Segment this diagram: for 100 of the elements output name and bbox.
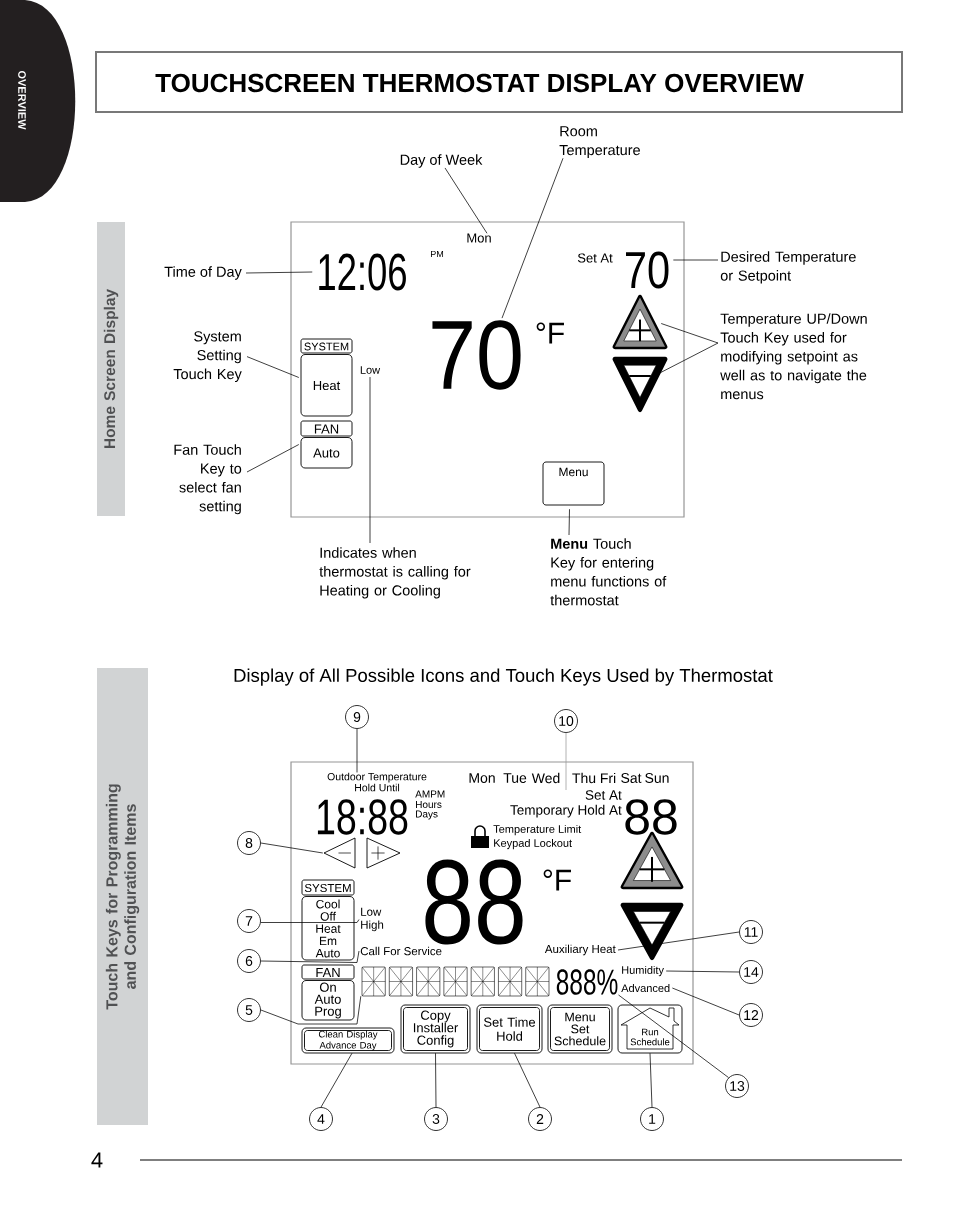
indicator-text: Call For Service xyxy=(360,946,442,956)
indicator-text: Keypad Lockout xyxy=(494,838,572,850)
callout-number: 11 xyxy=(739,920,763,944)
callout-number: 3 xyxy=(424,1107,448,1131)
callout-number: 1 xyxy=(640,1107,664,1131)
callout-label: Desired Temperature or Setpoint xyxy=(720,251,856,284)
indicator-text: Sat xyxy=(621,773,642,783)
indicator-text: Days xyxy=(416,810,438,820)
indicator-text: °F xyxy=(536,322,564,344)
touch-key: SYSTEM Cool Off Heat Em Auto xyxy=(301,879,355,961)
touch-key: FAN On Auto Prog xyxy=(301,964,355,1021)
indicator-text: Thu xyxy=(572,772,596,784)
display-screen xyxy=(290,221,685,518)
digit-readout: 88 xyxy=(425,859,523,945)
leader-line xyxy=(260,950,360,963)
callout-number: 4 xyxy=(309,1107,333,1131)
indicator-text: Tue xyxy=(503,773,527,783)
touch-key: Set Time Hold xyxy=(476,1004,543,1054)
indicator-text: Humidity xyxy=(622,965,664,977)
node-label: FAN xyxy=(316,968,340,977)
indicator-text: Temperature Limit xyxy=(493,824,582,836)
callout-number: 7 xyxy=(237,909,261,933)
callout-number: 5 xyxy=(237,998,261,1022)
callout-number: 12 xyxy=(739,1003,763,1027)
indicator-text: Mon xyxy=(467,233,491,243)
indicator-text: Hours xyxy=(416,801,442,808)
callout-label: Fan Touch Key to select fan setting xyxy=(174,444,242,515)
callout-label: Room Temperature xyxy=(559,126,640,159)
section-band: Touch Keys for Programming and Configuration Items xyxy=(97,668,148,1125)
indicator-text: Low xyxy=(360,366,381,374)
leader-line xyxy=(260,919,360,923)
callout-number: 8 xyxy=(237,831,261,855)
section-tab: OVERVIEW xyxy=(0,0,76,202)
leader-line xyxy=(246,444,300,473)
indicator-text: Advanced xyxy=(621,983,670,993)
indicator-text: Set At xyxy=(577,253,613,263)
home-key: Run Schedule xyxy=(617,1004,683,1054)
digit-readout: 70 xyxy=(432,320,521,390)
leader-line xyxy=(568,508,570,536)
up-arrow-key xyxy=(612,294,668,350)
digit-readout: 12:06 xyxy=(319,253,406,291)
touch-key: Menu xyxy=(542,461,605,506)
indicator-text: °F xyxy=(543,869,571,891)
leader-line xyxy=(565,732,567,791)
leader-line xyxy=(618,994,729,1078)
callout-label: Temperature UP/Down Touch Key used for modifying setpoint as well as to navigate the menus xyxy=(720,313,867,400)
leader-line xyxy=(356,728,358,773)
leader-line xyxy=(665,970,740,973)
indicator-text: Fri xyxy=(601,772,616,784)
callout-number: 6 xyxy=(237,949,261,973)
callout-number: 2 xyxy=(528,1107,552,1131)
indicator-text: PM xyxy=(431,250,443,258)
touch-key: SYSTEM Heat xyxy=(300,338,353,417)
display-screen xyxy=(290,761,694,1065)
indicator-text: AM xyxy=(415,790,430,798)
indicator-text: Mon xyxy=(469,773,495,783)
section-band: Home Screen Display xyxy=(97,222,125,516)
callout-number: 9 xyxy=(345,705,369,729)
indicator-text: PM xyxy=(431,790,445,798)
callout-label: Menu Touch Key for entering menu functions of thermostat xyxy=(550,538,667,606)
left-arrow-key xyxy=(323,837,356,869)
leader-line xyxy=(246,356,300,378)
leader-line xyxy=(649,1052,653,1108)
leader-line xyxy=(369,376,371,544)
leader-line xyxy=(260,995,362,1025)
node-label: FAN xyxy=(314,424,339,434)
indicator-text: Low High xyxy=(361,907,384,932)
title-box: TOUCHSCREEN THERMOSTAT DISPLAY OVERVIEW xyxy=(95,51,903,113)
digit-readout: 888% xyxy=(556,969,618,995)
callout-number: 10 xyxy=(554,709,578,733)
indicator-text: Auxiliary Heat xyxy=(544,944,616,956)
leader-line xyxy=(320,1052,353,1108)
digit-readout: 18:88 xyxy=(317,799,408,835)
callout-label: System Setting Touch Key xyxy=(173,331,242,383)
leader-line xyxy=(617,931,740,951)
leader-line xyxy=(501,157,564,319)
digit-readout: 70 xyxy=(626,251,669,289)
segment-display xyxy=(361,966,550,997)
leader-line xyxy=(260,842,324,854)
down-arrow-key xyxy=(612,356,668,413)
callout-number: 14 xyxy=(739,960,763,984)
leader-line xyxy=(671,987,740,1016)
indicator-text: Sun xyxy=(645,773,669,783)
node-label: SYSTEM xyxy=(304,342,349,351)
page-number: 4 xyxy=(91,1152,103,1168)
subtitle: Display of All Possible Icons and Touch Keys Used by Thermostat xyxy=(234,668,773,686)
leader-line xyxy=(657,342,719,375)
callout-label: Time of Day xyxy=(164,266,242,280)
indicator-text: Set At Temporary Hold At xyxy=(510,790,622,818)
leader-line xyxy=(660,323,719,344)
leader-line xyxy=(245,271,313,274)
touch-key: Menu Set Schedule xyxy=(547,1004,613,1054)
callout-number: 13 xyxy=(725,1074,749,1098)
leader-line xyxy=(444,167,488,234)
touch-key: Clean Display Advance Day xyxy=(301,1027,395,1054)
callout-label: Day of Week xyxy=(400,154,483,168)
leader-line xyxy=(672,259,719,261)
digit-readout: 88 xyxy=(625,799,677,835)
touch-key: Copy Installer Config xyxy=(400,1004,471,1054)
indicator-text: Wed xyxy=(531,772,560,784)
